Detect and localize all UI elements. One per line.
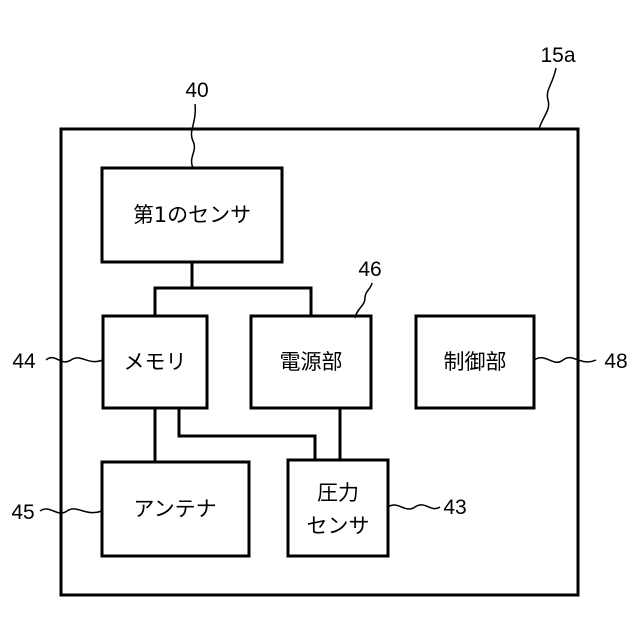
ref-46: 46 — [358, 258, 381, 281]
antenna-label: アンテナ — [133, 497, 216, 521]
block-first-sensor: 第1のセンサ — [102, 168, 282, 262]
block-power: 電源部 — [251, 316, 371, 408]
ref-44: 44 — [12, 350, 36, 373]
block-antenna: アンテナ — [102, 462, 249, 556]
block-memory: メモリ — [103, 316, 207, 408]
ref-40: 40 — [185, 79, 208, 102]
ref-45: 45 — [11, 501, 34, 524]
block-control: 制御部 — [416, 316, 534, 408]
pressure-sensor-label-line1: 圧力 — [317, 481, 359, 505]
ref-43: 43 — [443, 496, 466, 519]
pressure-sensor-label-line2: センサ — [307, 514, 370, 538]
leader-15a — [539, 68, 556, 129]
block-pressure-sensor: 圧力 センサ — [288, 460, 388, 556]
first-sensor-label: 第1のセンサ — [133, 203, 251, 227]
memory-label: メモリ — [124, 350, 187, 374]
control-label: 制御部 — [444, 350, 507, 374]
ref-15a: 15a — [540, 44, 575, 67]
power-label: 電源部 — [280, 350, 343, 374]
ref-48: 48 — [604, 350, 627, 373]
pressure-sensor-box — [288, 460, 388, 556]
